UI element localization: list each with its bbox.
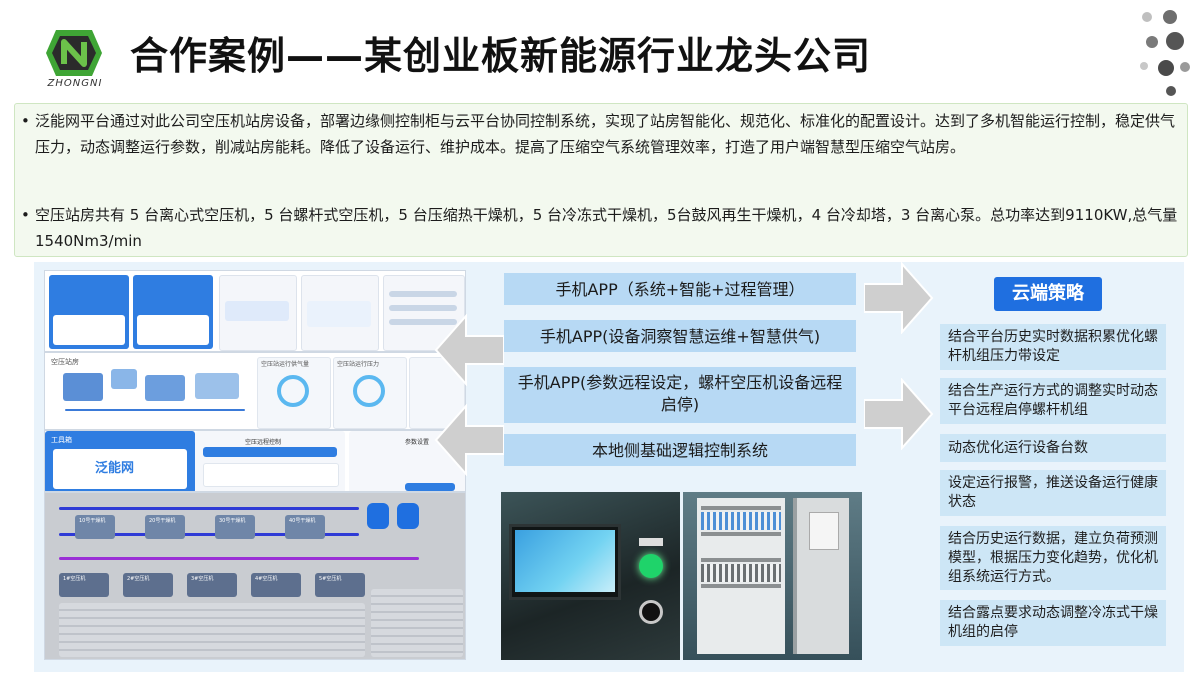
strategy-item: 动态优化运行设备台数 <box>940 434 1166 462</box>
company-logo <box>46 30 102 76</box>
dryer-label: 20号干燥机 <box>149 518 176 524</box>
flow-app-remote: 手机APP(参数远程设定，螺杆空压机设备远程启停) <box>504 367 856 423</box>
arrow-left-icon <box>434 404 504 476</box>
brand-label: 泛能网 <box>95 461 135 476</box>
compressor-label: 5#空压机 <box>319 576 342 582</box>
scada-screenshot: 10号干燥机 20号干燥机 30号干燥机 40号干燥机 1#空压机 2#空压机 … <box>44 492 466 660</box>
strategy-item: 结合露点要求动态调整冷冻式干燥机组的启停 <box>940 600 1166 646</box>
remote-control-screenshot: 工具箱 泛能网 空压远程控制 参数设置 <box>44 430 466 492</box>
compressor-label: 4#空压机 <box>255 576 278 582</box>
params-label: 参数设置 <box>405 439 430 446</box>
dryer-label: 10号干燥机 <box>79 518 106 524</box>
strategy-item: 结合平台历史实时数据积累优化螺杆机组压力带设定 <box>940 324 1166 370</box>
intro-bullet-2: • 空压站房共有 5 台离心式空压机，5 台螺杆式空压机，5 台压缩热干燥机，5… <box>21 202 1185 254</box>
pressure-label: 空压站运行压力 <box>337 361 380 368</box>
logo-text: ZHONGNI <box>47 78 103 89</box>
bullet-dot: • <box>21 206 30 224</box>
intro-panel: • 泛能网平台通过对此公司空压机站房设备，部署边缘侧控制柜与云平台协同控制系统，… <box>14 103 1188 257</box>
arrow-right-icon <box>864 378 934 450</box>
strategy-item: 设定运行报警，推送设备运行健康状态 <box>940 470 1166 516</box>
control-cabinet-photo <box>683 492 862 660</box>
bullet-dot: • <box>21 112 30 130</box>
station-title: 空压站房 <box>51 358 79 366</box>
mobile-app-screenshot <box>44 270 466 352</box>
intro-bullet-text: 空压站房共有 5 台离心式空压机，5 台螺杆式空压机，5 台压缩热干燥机，5 台… <box>35 206 1178 250</box>
dryer-label: 40号干燥机 <box>289 518 316 524</box>
compressor-label: 1#空压机 <box>63 576 86 582</box>
strategy-item: 结合生产运行方式的调整实时动态平台远程启停螺杆机组 <box>940 378 1166 424</box>
flow-app-management: 手机APP（系统+智能+过程管理） <box>504 273 856 305</box>
cloud-strategy-title: 云端策略 <box>994 277 1102 311</box>
dryer-label: 30号干燥机 <box>219 518 246 524</box>
arrow-right-icon <box>864 262 934 334</box>
toolbox-label: 工具箱 <box>51 436 72 444</box>
intro-bullet-text: 泛能网平台通过对此公司空压机站房设备，部署边缘侧控制柜与云平台协同控制系统，实现… <box>35 112 1176 156</box>
strategy-item: 结合历史运行数据，建立负荷预测模型，根据压力变化趋势，优化机组系统运行方式。 <box>940 526 1166 590</box>
control-panel-photo <box>501 492 680 660</box>
flow-local-control: 本地侧基础逻辑控制系统 <box>504 434 856 466</box>
remote-panel-label: 空压远程控制 <box>245 439 282 446</box>
intro-bullet-1: • 泛能网平台通过对此公司空压机站房设备，部署边缘侧控制柜与云平台协同控制系统，… <box>21 108 1185 160</box>
page-title: 合作案例——某创业板新能源行业龙头公司 <box>130 34 872 78</box>
station-overview-screenshot: 空压站房 空压站运行供气量 空压站运行压力 <box>44 352 466 430</box>
compressor-label: 3#空压机 <box>191 576 214 582</box>
flow-app-insight: 手机APP(设备洞察智慧运维+智慧供气) <box>504 320 856 352</box>
arrow-left-icon <box>434 314 504 386</box>
supply-volume-label: 空压站运行供气量 <box>261 361 310 368</box>
compressor-label: 2#空压机 <box>127 576 150 582</box>
